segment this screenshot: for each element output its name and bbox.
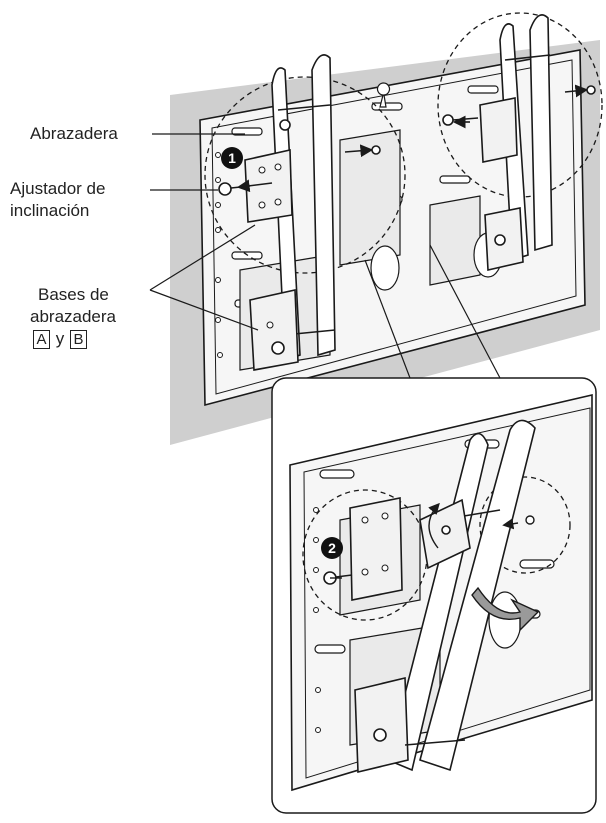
clamp-bases-label-line3: A y B xyxy=(32,328,88,350)
zoom-wedge xyxy=(364,244,501,379)
label-leader-lines xyxy=(149,133,259,331)
clamp-bases-label-line2: abrazadera xyxy=(30,307,117,326)
conjunction-label: y xyxy=(55,329,65,348)
tilt-adjuster-label-line1: Ajustador de xyxy=(10,179,106,198)
box-a-label: A xyxy=(33,330,50,350)
clamp-label: Abrazadera xyxy=(30,124,118,143)
tilt-adjuster-label-line2: inclinación xyxy=(10,201,90,220)
clamp-bases-label-line1: Bases de xyxy=(38,285,109,304)
tilt-arrows xyxy=(330,502,540,632)
box-b-label: B xyxy=(69,330,87,350)
step-1-badge: 1 xyxy=(221,147,243,169)
step-2-badge: 2 xyxy=(321,537,343,559)
right-clamp-assembly xyxy=(442,14,553,271)
screw-arrows-top xyxy=(236,84,596,193)
left-clamp-assembly xyxy=(218,54,336,371)
